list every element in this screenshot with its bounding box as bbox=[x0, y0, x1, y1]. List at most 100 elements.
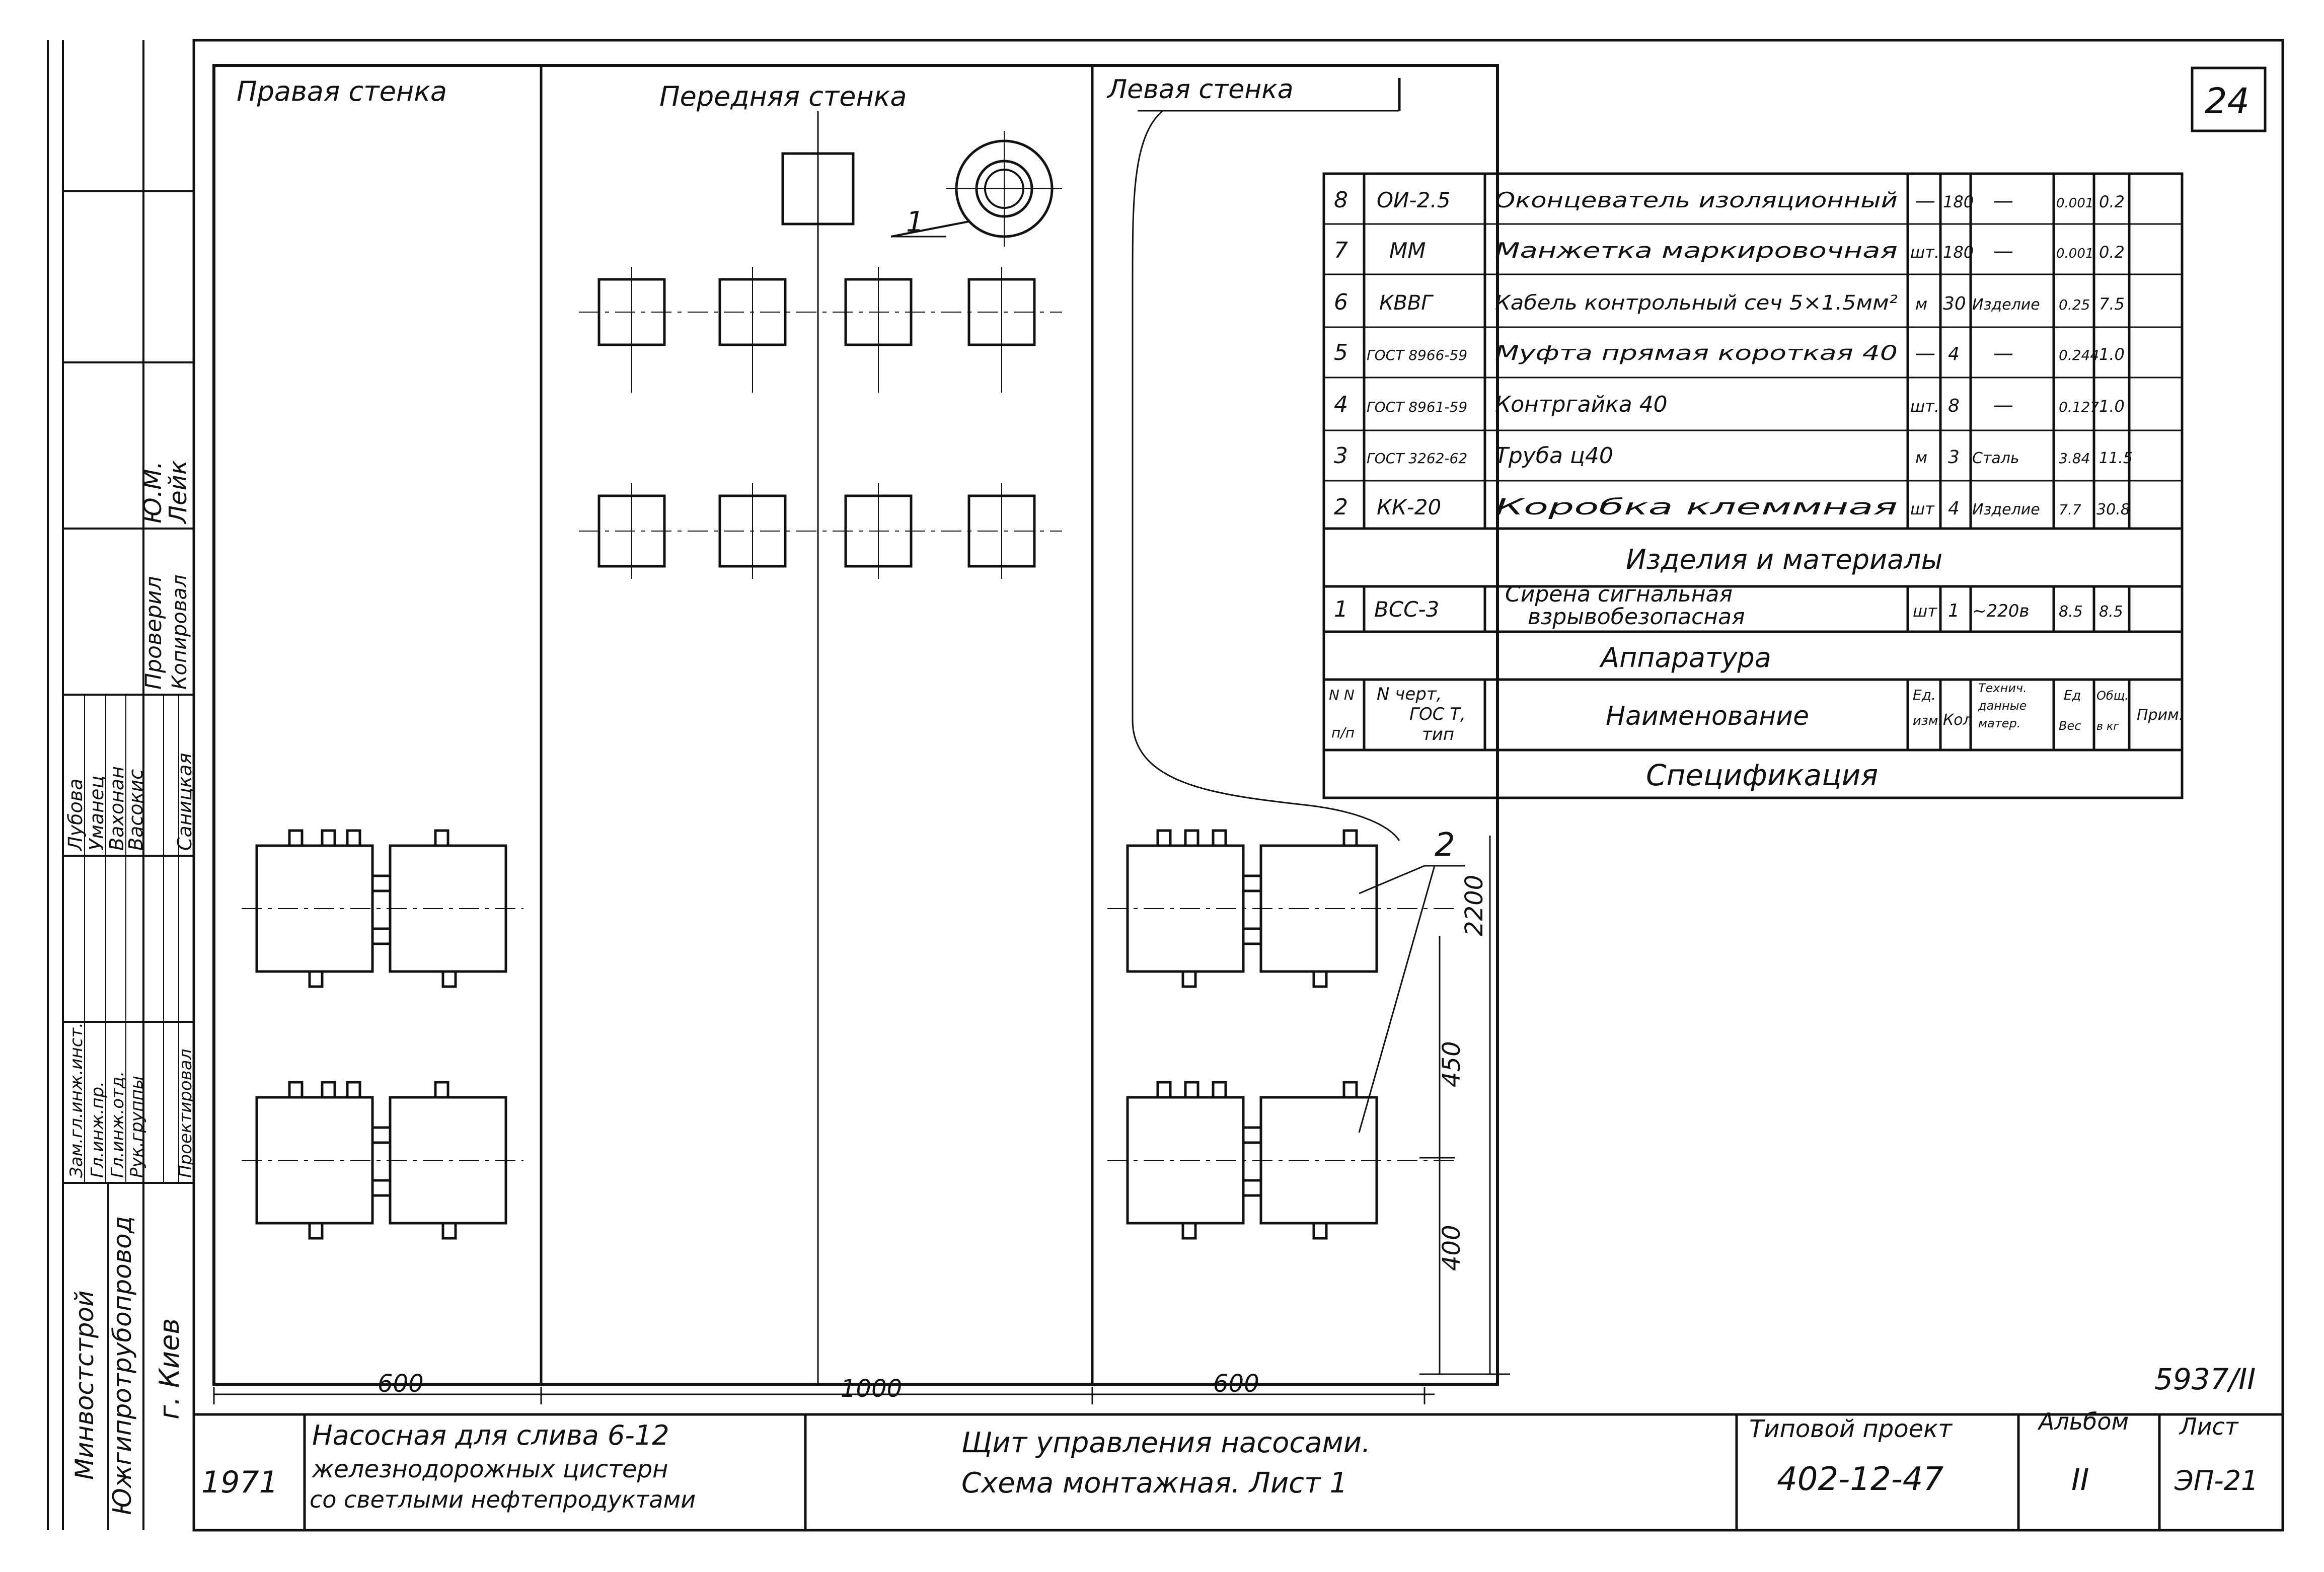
svg-text:Изделие: Изделие bbox=[1972, 501, 2040, 518]
svg-text:Муфта прямая короткая 40: Муфта прямая короткая 40 bbox=[1495, 342, 1898, 365]
svg-text:Зам.гл.инж.инст.: Зам.гл.инж.инст. bbox=[66, 1022, 87, 1178]
svg-text:Проверил: Проверил bbox=[141, 576, 167, 690]
sheet-number: 24 bbox=[2205, 81, 2250, 122]
drawing-title-2: Схема монтажная. Лист 1 bbox=[961, 1467, 1347, 1500]
svg-text:Изделие: Изделие bbox=[1972, 296, 2040, 314]
svg-text:0.25: 0.25 bbox=[2059, 296, 2090, 313]
svg-text:м: м bbox=[1915, 294, 1927, 314]
drawing-field bbox=[212, 64, 1499, 1386]
svg-text:7.7: 7.7 bbox=[2059, 501, 2081, 518]
spec-row: 8 ОИ-2.5 Оконцеватель изоляционный — 180… bbox=[1334, 187, 2125, 213]
svg-text:ГОС Т,: ГОС Т, bbox=[1409, 704, 1466, 724]
svg-text:—: — bbox=[1993, 394, 2013, 417]
svg-text:Ед.: Ед. bbox=[1913, 687, 1936, 703]
left-wall-terminal-boxes bbox=[1107, 829, 1465, 1240]
right-wall-label: Правая стенка bbox=[237, 76, 447, 107]
svg-text:0.244: 0.244 bbox=[2059, 347, 2099, 363]
svg-text:0.127: 0.127 bbox=[2059, 399, 2099, 415]
svg-text:Сталь: Сталь bbox=[1972, 450, 2019, 467]
svg-text:30.8: 30.8 bbox=[2096, 501, 2130, 518]
front-wall-label: Передняя стенка bbox=[659, 81, 907, 112]
svg-text:1.0: 1.0 bbox=[2099, 345, 2125, 364]
siren-leader bbox=[890, 220, 969, 238]
svg-text:8.5: 8.5 bbox=[2059, 603, 2083, 621]
section-materials: Изделия и материалы bbox=[1626, 544, 1942, 575]
svg-text:ГОСТ 3262-62: ГОСТ 3262-62 bbox=[1367, 450, 1467, 467]
svg-text:Труба ц40: Труба ц40 bbox=[1495, 443, 1613, 469]
svg-text:180: 180 bbox=[1943, 243, 1974, 262]
left-stamp bbox=[62, 40, 195, 1530]
svg-text:тип: тип bbox=[1422, 724, 1454, 744]
svg-text:7.5: 7.5 bbox=[2099, 294, 2125, 314]
box-callout: 2 bbox=[1435, 827, 1455, 864]
dim-right: 600 bbox=[378, 1370, 424, 1398]
dim-front: 1000 bbox=[841, 1375, 902, 1403]
svg-text:шт: шт bbox=[1910, 499, 1935, 518]
svg-text:0.001: 0.001 bbox=[2056, 246, 2093, 261]
svg-text:2: 2 bbox=[1334, 494, 1348, 520]
svg-text:изм.: изм. bbox=[1913, 713, 1942, 728]
svg-text:4: 4 bbox=[1334, 392, 1348, 417]
svg-text:—: — bbox=[1993, 240, 2013, 263]
left-wall-label: Левая стенка bbox=[1106, 74, 1294, 105]
svg-text:Саницкая: Саницкая bbox=[174, 753, 196, 851]
svg-text:м: м bbox=[1915, 448, 1927, 467]
wall-labels: Правая стенка Передняя стенка Левая стен… bbox=[237, 74, 1294, 112]
spec-title: Спецификация bbox=[1646, 758, 1878, 792]
svg-text:4: 4 bbox=[1948, 498, 1960, 519]
svg-text:Оконцеватель изоляционный: Оконцеватель изоляционный bbox=[1495, 188, 1898, 212]
svg-text:Ед: Ед bbox=[2064, 688, 2081, 703]
right-wall-terminal-boxes bbox=[242, 829, 523, 1240]
svg-text:Васокис: Васокис bbox=[125, 769, 147, 851]
svg-text:11.5: 11.5 bbox=[2099, 450, 2133, 467]
spec-row: 2 КК-20 Коробка клеммная шт 4 Изделие 7.… bbox=[1334, 494, 2130, 520]
svg-text:в кг: в кг bbox=[2096, 720, 2119, 733]
project-title-3: со светлыми нефтепродуктами bbox=[310, 1486, 696, 1513]
spec-header: N N п/п N черт, ГОС Т, тип Наименование … bbox=[1329, 681, 2184, 744]
spec-row: 7 ММ Манжетка маркировочная шт. 180 — 0.… bbox=[1334, 238, 2125, 263]
svg-text:8: 8 bbox=[1948, 396, 1960, 416]
svg-text:5: 5 bbox=[1334, 340, 1348, 365]
svg-text:взрывобезопасная: взрывобезопасная bbox=[1528, 604, 1745, 630]
svg-text:—: — bbox=[1993, 342, 2013, 365]
svg-text:N черт,: N черт, bbox=[1377, 684, 1442, 704]
svg-text:Проектировал: Проектировал bbox=[176, 1049, 196, 1178]
front-box-grid bbox=[579, 267, 1062, 579]
dim-low: 400 bbox=[1438, 1225, 1466, 1271]
front-top-box bbox=[781, 152, 855, 226]
album-number: II bbox=[2071, 1462, 2089, 1498]
spec-row: 3 ГОСТ 3262-62 Труба ц40 м 3 Сталь 3.84 … bbox=[1334, 443, 2133, 469]
cable-route bbox=[1132, 110, 1400, 841]
section-apparatus: Аппаратура bbox=[1599, 642, 1771, 673]
svg-text:4: 4 bbox=[1948, 344, 1960, 364]
svg-text:3: 3 bbox=[1948, 447, 1960, 468]
svg-text:Минвостстрой: Минвостстрой bbox=[70, 1291, 99, 1480]
svg-text:КК-20: КК-20 bbox=[1377, 495, 1441, 519]
drawing-title-1: Щит управления насосами. bbox=[961, 1427, 1371, 1459]
svg-text:~220в: ~220в bbox=[1972, 601, 2029, 621]
svg-text:шт: шт bbox=[1913, 602, 1937, 621]
svg-text:0.2: 0.2 bbox=[2099, 243, 2125, 262]
svg-text:данные: данные bbox=[1978, 699, 2027, 713]
svg-text:30: 30 bbox=[1943, 293, 1966, 314]
siren-callout: 1 bbox=[906, 206, 924, 239]
svg-text:8: 8 bbox=[1334, 187, 1348, 213]
svg-text:Копировал: Копировал bbox=[168, 574, 191, 690]
svg-text:Уманец: Уманец bbox=[86, 776, 108, 851]
svg-text:Кабель контрольный сеч 5×1.5мм: Кабель контрольный сеч 5×1.5мм² bbox=[1495, 291, 1898, 315]
sheet-label: Лист bbox=[2179, 1413, 2239, 1440]
svg-text:ГОСТ 8966-59: ГОСТ 8966-59 bbox=[1367, 347, 1467, 363]
svg-text:Вес: Вес bbox=[2059, 719, 2081, 733]
svg-text:3: 3 bbox=[1334, 443, 1348, 469]
svg-text:0.001: 0.001 bbox=[2056, 196, 2093, 211]
svg-text:0.2: 0.2 bbox=[2099, 192, 2125, 211]
svg-text:180: 180 bbox=[1943, 192, 1974, 211]
svg-text:матер.: матер. bbox=[1978, 716, 2020, 730]
svg-text:Общ.: Общ. bbox=[2096, 689, 2129, 703]
svg-text:Манжетка маркировочная: Манжетка маркировочная bbox=[1495, 238, 1898, 263]
dimension-lines bbox=[213, 836, 1510, 1404]
sheet-number-box bbox=[2191, 66, 2267, 132]
svg-text:Вахонан: Вахонан bbox=[106, 766, 128, 851]
svg-text:1: 1 bbox=[1948, 601, 1960, 621]
